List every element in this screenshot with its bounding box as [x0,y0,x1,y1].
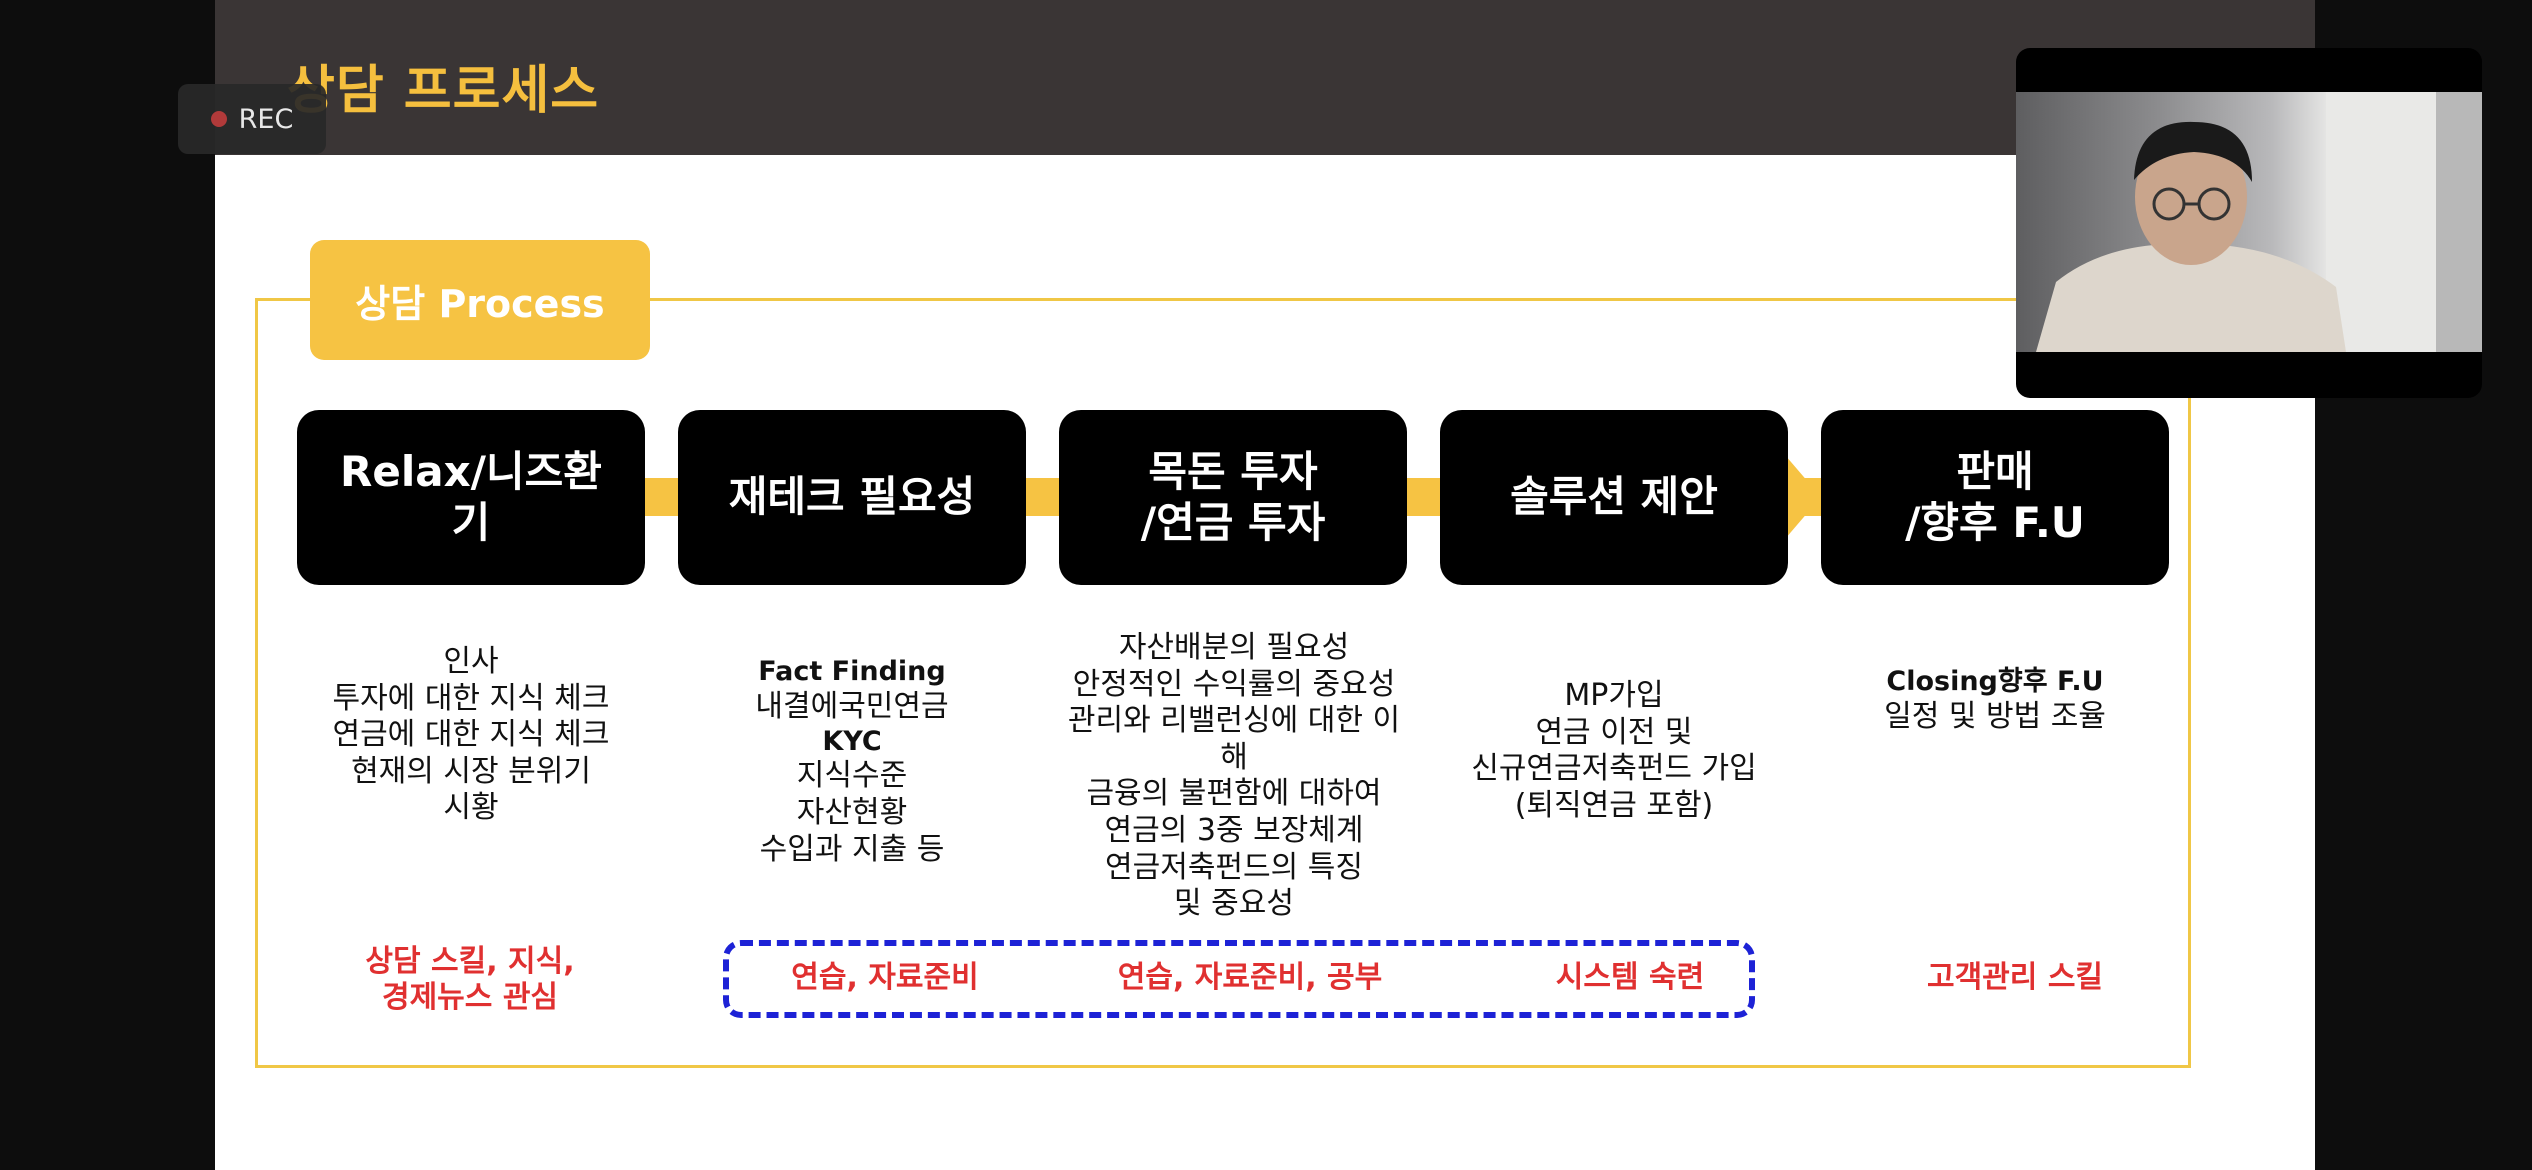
step-label-line: 재테크 필요성 [728,472,976,522]
record-dot-icon [210,111,227,127]
desc-line: 금융의 불편함에 대하여 [1086,776,1382,812]
step-label-line: 판매 [1956,447,2034,497]
desc-line: 자산현황 [796,795,908,831]
step-label-line: 솔루션 제안 [1510,472,1718,522]
desc-line: 및 중요성 [1174,886,1294,922]
step-sales-followup: 판매 /향후 F.U [1821,410,2169,585]
desc-line: 연금저축펀드의 특징 [1105,849,1363,885]
webcam-feed [2016,92,2482,352]
connector-arrow [1785,455,1821,539]
step-relax-needs: Relax/니즈환 기 [297,410,645,585]
skill-line: 시스템 숙련 [1555,960,1705,995]
skill-line: 경제뉴스 관심 [381,980,559,1015]
desc-line: 지식수준 [796,758,908,794]
desc-line: 일정 및 방법 조율 [1884,698,2106,734]
desc-line: 해 [1220,739,1248,775]
presentation-slide: 상담 프로세스 상담 Process Relax/니즈환 기 재테크 필요성 목… [215,0,2315,1170]
step-lump-sum-pension: 목돈 투자 /연금 투자 [1059,410,1407,585]
desc-line: 연금에 대한 지식 체크 [332,717,610,753]
desc-sales-followup: Closing향후 F.U 일정 및 방법 조율 [1805,666,2185,736]
process-badge: 상담 Process [310,240,650,360]
step-finance-need: 재테크 필요성 [678,410,1026,585]
step-label-line: /향후 F.U [1905,497,2085,547]
practice-group-dashed-box [723,940,1755,1018]
step-label-line: 기 [451,497,491,547]
participant-video-tile[interactable] [2016,48,2482,398]
step-label-line: 목돈 투자 [1148,447,1318,497]
step-label: Relax/니즈환 기 [304,447,638,548]
step-solution-proposal: 솔루션 제안 [1440,410,1788,585]
desc-finance-need: Fact Finding 내결에국민연금 KYC 지식수준 자산현황 수입과 지… [662,656,1042,868]
desc-line: 시황 [443,790,499,826]
skill-line: 상담 스킬, 지식, [365,944,575,979]
skill-line: 고객관리 스킬 [1926,960,2104,995]
step-label-line: Relax/니즈환 [340,447,602,497]
skill-line: 연습, 자료준비, 공부 [1117,960,1383,995]
desc-line: 투자에 대한 지식 체크 [332,680,610,716]
step-label: 판매 /향후 F.U [1869,447,2121,548]
desc-line: 내결에국민연금 [755,688,949,724]
desc-lump-sum-pension: 자산배분의 필요성 안정적인 수익률의 중요성 관리와 리밸런싱에 대한 이 해… [1034,630,1434,923]
slide-title: 상담 프로세스 [287,61,600,121]
desc-relax-needs: 인사 투자에 대한 지식 체크 연금에 대한 지식 체크 현재의 시장 분위기 … [281,644,661,827]
desc-line: MP가입 [1564,678,1664,713]
desc-line: 수입과 지출 등 [759,831,945,867]
desc-line: Fact Finding [758,656,946,687]
desc-solution-proposal: MP가입 연금 이전 및 신규연금저축펀드 가입 (퇴직연금 포함) [1424,678,1804,824]
desc-line: 신규연금저축펀드 가입 [1471,751,1757,787]
desc-line: 연금의 3중 보장체계 [1104,812,1364,848]
desc-line: KYC [822,725,882,757]
desc-line: 현재의 시장 분위기 [351,753,591,789]
skill-sales-followup: 고객관리 스킬 [1855,960,2175,996]
desc-line: 안정적인 수익률의 중요성 [1072,666,1396,702]
skill-relax-needs: 상담 스킬, 지식, 경제뉴스 관심 [295,944,645,1016]
slide-header: 상담 프로세스 [215,0,2315,155]
recording-indicator: REC [178,84,326,154]
recording-label: REC [238,103,294,135]
step-label-line: /연금 투자 [1140,497,1326,547]
desc-line: 자산배분의 필요성 [1118,630,1350,665]
desc-line: (퇴직연금 포함) [1514,787,1714,823]
desc-line: Closing향후 F.U [1886,666,2104,697]
desc-line: 연금 이전 및 [1535,714,1693,750]
process-frame [255,298,2191,1068]
presenter-silhouette-icon [2036,92,2482,352]
step-label: 목돈 투자 /연금 투자 [1105,447,1362,548]
desc-line: 관리와 리밸런싱에 대한 이 [1067,703,1401,739]
skill-finance-need: 연습, 자료준비 [725,960,1045,996]
skill-solution-proposal: 시스템 숙련 [1510,960,1750,996]
skill-line: 연습, 자료준비 [791,960,979,995]
skill-lump-sum-pension: 연습, 자료준비, 공부 [1070,960,1430,996]
desc-line: 인사 [443,644,499,679]
